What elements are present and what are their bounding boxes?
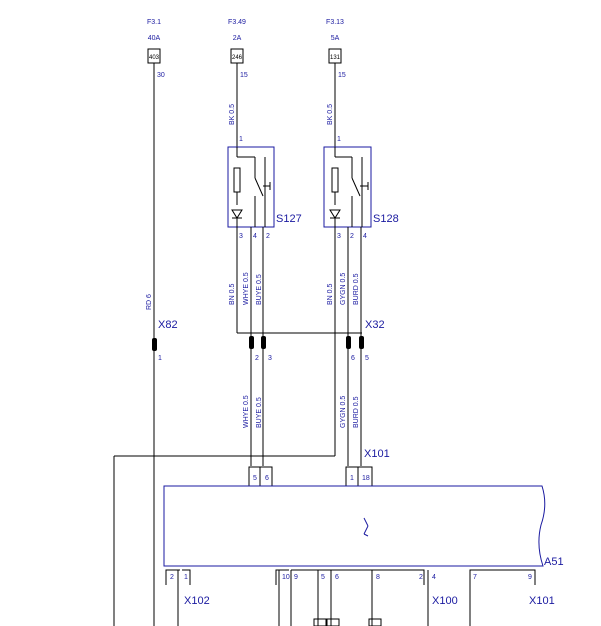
x100-pin-5: 5 [321,574,325,581]
fuse-2-pin: 15 [240,72,248,79]
fuse-1-pin: 30 [157,72,165,79]
x100-pin-10: 10 [282,574,290,581]
x101-bottom-pin-9: 9 [528,574,532,581]
x32-pin-5: 5 [365,355,369,362]
x101-top-pin-1: 1 [350,475,354,482]
s127-pin-4: 4 [253,233,257,240]
x101-top-label: X101 [364,448,390,460]
x101-bottom-pin-7: 7 [473,574,477,581]
x100-pin-8: 8 [376,574,380,581]
x101-top-pin-18: 18 [362,475,370,482]
x100-pin-2: 2 [419,574,423,581]
x102-pin-2: 2 [170,574,174,581]
wire-label-buye-1: BUYE 0.5 [256,274,263,305]
x100-pin-9: 9 [294,574,298,581]
x102-label: X102 [184,595,210,607]
s128-pin-top: 1 [337,136,341,143]
s127-pin-top: 1 [239,136,243,143]
wire-label-gygn-1: GYGN 0.5 [340,273,347,305]
s128-pin-4: 4 [363,233,367,240]
wire-label-whye-1: WHYE 0.5 [243,272,250,305]
x101-top-pin-5: 5 [253,475,257,482]
x100-label: X100 [432,595,458,607]
module-a51-label: A51 [544,556,564,568]
s128-label: S128 [373,213,399,225]
wire-label-rd: RD 6 [146,294,153,310]
x100-pin-6: 6 [335,574,339,581]
x82-label: X82 [158,319,178,331]
s128-pin-3: 3 [337,233,341,240]
x82-pin: 1 [158,355,162,362]
wire-label-bn-1: BN 0.5 [229,283,236,305]
x101-top-pin-6: 6 [265,475,269,482]
s127-pin-2: 2 [266,233,270,240]
module-a51 [163,485,546,567]
x32-pin-6: 6 [351,355,355,362]
fuse-3-pin: 15 [338,72,346,79]
x32-pin-2: 2 [255,355,259,362]
s128-pin-2: 2 [350,233,354,240]
wire-label-bk-2: BK 0.5 [327,104,334,125]
switch-box-s128 [323,146,372,228]
fuse-2-rating: 2A [233,35,242,42]
fuse-3-rating: 5A [331,35,340,42]
x32-pin-3: 3 [268,355,272,362]
x102-pin-1: 1 [184,574,188,581]
wire-label-bn-2: BN 0.5 [327,283,334,305]
fuse-3-name: F3.13 [326,19,344,26]
fuse-2-name: F3.49 [228,19,246,26]
fuse-1-rating: 40A [148,35,161,42]
wire-label-burd-2: BURD 0.5 [353,396,360,428]
wire-label-gygn-2: GYGN 0.5 [340,396,347,428]
x100-pin-4: 4 [432,574,436,581]
s127-label: S127 [276,213,302,225]
wire-label-buye-2: BUYE 0.5 [256,397,263,428]
s127-pin-3: 3 [239,233,243,240]
x101-bottom-label: X101 [529,595,555,607]
fuse-3-circuit: 131 [330,55,341,61]
wire-label-whye-2: WHYE 0.5 [243,395,250,428]
wire-label-bk-1: BK 0.5 [229,104,236,125]
fuse-1-circuit: 403 [149,55,160,61]
x32-label: X32 [365,319,385,331]
fuse-2-circuit: 246 [232,55,243,61]
wire-label-burd-1: BURD 0.5 [353,273,360,305]
x82-contact [152,338,157,351]
fuse-1-name: F3.1 [147,19,161,26]
